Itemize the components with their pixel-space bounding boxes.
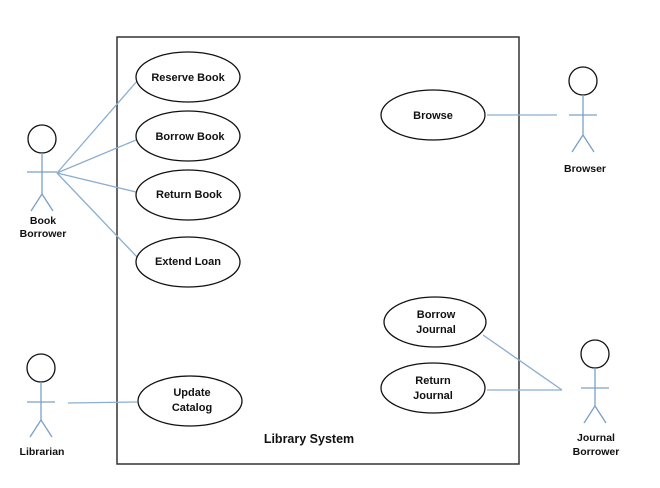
assoc-book-borrower-reserve-book bbox=[56, 79, 139, 174]
use-case-borrow-book[interactable]: Borrow Book bbox=[135, 110, 241, 162]
actor-label: Librarian bbox=[20, 446, 65, 458]
use-case-label: Borrow Book bbox=[155, 131, 225, 143]
stick-figure-icon bbox=[26, 353, 56, 438]
use-case-label: Return Book bbox=[156, 189, 223, 201]
use-case-label: Catalog bbox=[172, 402, 212, 414]
system-name: Library System bbox=[264, 432, 354, 446]
assoc-book-borrower-extend-loan bbox=[56, 172, 139, 259]
assoc-book-borrower-borrow-book bbox=[56, 139, 137, 174]
use-case-label: Update bbox=[173, 387, 210, 399]
use-case-label: Journal bbox=[416, 324, 456, 336]
actor-journal-borrower[interactable]: Journal Borrower bbox=[573, 339, 620, 458]
use-case-borrow-journal[interactable]: Borrow Journal bbox=[383, 296, 487, 348]
actor-label: Borrower bbox=[20, 228, 67, 240]
use-case-label: Journal bbox=[413, 390, 453, 402]
actor-label: Book bbox=[30, 215, 56, 227]
stick-figure-icon bbox=[580, 339, 610, 424]
assoc-book-borrower-return-book bbox=[56, 172, 137, 193]
use-case-browse[interactable]: Browse bbox=[380, 89, 486, 141]
use-case-label: Borrow bbox=[417, 309, 456, 321]
use-case-ellipse bbox=[135, 236, 241, 288]
use-case-return-book[interactable]: Return Book bbox=[135, 169, 241, 221]
actor-librarian[interactable]: Librarian bbox=[20, 353, 65, 458]
use-case-update-catalog[interactable]: Update Catalog bbox=[137, 375, 243, 427]
use-case-ellipse bbox=[137, 375, 243, 427]
actor-label: Browser bbox=[564, 163, 606, 175]
use-case-ellipse bbox=[135, 169, 241, 221]
use-case-ellipse bbox=[135, 51, 241, 103]
use-case-return-journal[interactable]: Return Journal bbox=[380, 362, 486, 414]
associations bbox=[56, 79, 563, 404]
assoc-librarian-update-catalog bbox=[67, 401, 138, 404]
use-case-label: Extend Loan bbox=[155, 256, 221, 268]
actor-browser[interactable]: Browser bbox=[564, 66, 606, 175]
use-case-extend-loan[interactable]: Extend Loan bbox=[135, 236, 241, 288]
use-case-ellipse bbox=[383, 296, 487, 348]
actor-book-borrower[interactable]: Book Borrower bbox=[20, 124, 67, 240]
stick-figure-icon bbox=[27, 124, 57, 212]
assoc-journal-borrower-borrow-journal bbox=[482, 334, 563, 391]
actor-label: Borrower bbox=[573, 446, 620, 458]
actor-label: Journal bbox=[577, 432, 615, 444]
use-case-label: Reserve Book bbox=[151, 72, 225, 84]
use-case-ellipse bbox=[135, 110, 241, 162]
use-case-ellipse bbox=[380, 362, 486, 414]
stick-figure-icon bbox=[568, 66, 598, 153]
use-case-reserve-book[interactable]: Reserve Book bbox=[135, 51, 241, 103]
use-case-label: Return bbox=[415, 375, 451, 387]
use-case-label: Browse bbox=[413, 110, 453, 122]
use-case-ellipse bbox=[380, 89, 486, 141]
